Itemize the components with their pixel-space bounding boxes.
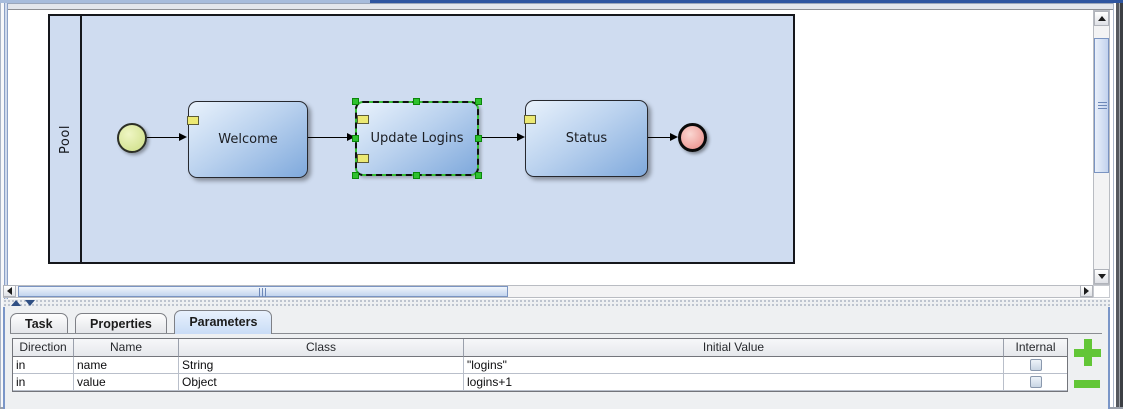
remove-parameter-button[interactable]	[1074, 380, 1100, 388]
scrollbar-corner	[1093, 285, 1110, 298]
table-action-buttons	[1072, 336, 1104, 409]
column-header-class[interactable]: Class	[179, 339, 464, 357]
selection-handle-mid-right[interactable]	[475, 134, 482, 142]
properties-panel: Task Properties Parameters Direction Nam…	[3, 307, 1110, 409]
scroll-up-button[interactable]	[1094, 11, 1109, 26]
cell-class[interactable]: String	[179, 357, 464, 374]
pool-lane-header[interactable]: Pool	[50, 16, 82, 262]
top-border-band	[0, 3, 1123, 10]
selection-handle-top-right[interactable]	[475, 98, 482, 105]
column-header-direction[interactable]: Direction	[13, 339, 74, 357]
task-label: Update Logins	[370, 131, 464, 146]
scroll-down-button[interactable]	[1094, 269, 1109, 284]
cell-direction[interactable]: in	[13, 374, 74, 391]
connector-welcome-to-update[interactable]	[308, 133, 355, 141]
table-header-row: Direction Name Class Initial Value Inter…	[13, 339, 1067, 357]
column-header-name[interactable]: Name	[74, 339, 179, 357]
table-row[interactable]: in name String "logins"	[13, 357, 1067, 374]
connector-update-to-status[interactable]	[482, 133, 525, 141]
column-header-initial-value[interactable]: Initial Value	[464, 339, 1004, 357]
panel-tab-bar: Task Properties Parameters	[10, 310, 275, 334]
window-right-border	[1113, 3, 1123, 409]
task-marker-icon	[357, 154, 369, 163]
top-accent-line-right	[370, 0, 1123, 3]
task-label: Status	[565, 131, 608, 146]
selection-handle-mid-left[interactable]	[352, 134, 359, 142]
process-canvas[interactable]: Pool Welcome Update Logins Status	[8, 10, 1093, 285]
cell-internal	[1004, 374, 1067, 391]
vertical-scrollbar-thumb[interactable]	[1094, 38, 1109, 173]
triangle-up-icon	[1097, 16, 1106, 21]
tab-content-border	[10, 333, 1102, 334]
start-event-node[interactable]	[117, 123, 147, 153]
connector-start-to-welcome[interactable]	[147, 133, 187, 141]
selection-handle-top-mid[interactable]	[413, 98, 420, 105]
scrollbar-grip-icon	[1098, 101, 1107, 110]
scrollbar-grip-icon	[259, 288, 267, 297]
canvas-horizontal-scrollbar[interactable]	[3, 285, 1093, 298]
horizontal-scrollbar-thumb[interactable]	[18, 286, 508, 297]
pool-label: Pool	[57, 124, 73, 154]
parameters-table: Direction Name Class Initial Value Inter…	[12, 338, 1068, 392]
split-pane-divider[interactable]	[3, 299, 1110, 307]
selection-handle-top-left[interactable]	[352, 98, 359, 105]
canvas-vertical-scrollbar[interactable]	[1093, 10, 1110, 285]
task-marker-icon	[187, 116, 199, 125]
tab-properties[interactable]: Properties	[75, 313, 167, 334]
add-parameter-button[interactable]	[1074, 339, 1101, 366]
column-header-internal[interactable]: Internal	[1004, 339, 1067, 357]
cell-initial-value[interactable]: logins+1	[464, 374, 1004, 391]
task-marker-icon	[357, 115, 369, 124]
selection-handle-bottom-right[interactable]	[475, 172, 482, 179]
selection-handle-bottom-mid[interactable]	[413, 172, 420, 179]
tab-parameters[interactable]: Parameters	[174, 310, 273, 334]
triangle-right-icon	[1084, 287, 1089, 295]
scroll-left-button[interactable]	[3, 285, 16, 297]
task-label: Welcome	[218, 132, 278, 147]
window-left-border	[0, 3, 8, 409]
task-node-welcome[interactable]: Welcome	[187, 101, 308, 178]
cell-direction[interactable]: in	[13, 357, 74, 374]
collapse-down-icon[interactable]	[25, 300, 35, 306]
cell-class[interactable]: Object	[179, 374, 464, 391]
task-node-update-logins-selected[interactable]: Update Logins	[352, 98, 482, 179]
expand-up-icon[interactable]	[11, 300, 21, 306]
selection-handle-bottom-left[interactable]	[352, 172, 359, 179]
task-marker-icon	[524, 115, 536, 124]
cell-initial-value[interactable]: "logins"	[464, 357, 1004, 374]
scroll-right-button[interactable]	[1080, 285, 1093, 297]
cell-name[interactable]: name	[74, 357, 179, 374]
cell-name[interactable]: value	[74, 374, 179, 391]
table-row[interactable]: in value Object logins+1	[13, 374, 1067, 391]
connector-status-to-end[interactable]	[648, 133, 678, 141]
task-node-status[interactable]: Status	[524, 100, 648, 177]
internal-checkbox[interactable]	[1029, 376, 1042, 388]
triangle-left-icon	[7, 287, 12, 295]
internal-checkbox[interactable]	[1029, 359, 1042, 371]
top-accent-line-left	[0, 0, 370, 3]
plus-icon	[1074, 349, 1101, 357]
cell-internal	[1004, 357, 1067, 374]
tab-task[interactable]: Task	[10, 313, 68, 334]
triangle-down-icon	[1097, 274, 1106, 279]
end-event-node[interactable]	[678, 123, 707, 152]
